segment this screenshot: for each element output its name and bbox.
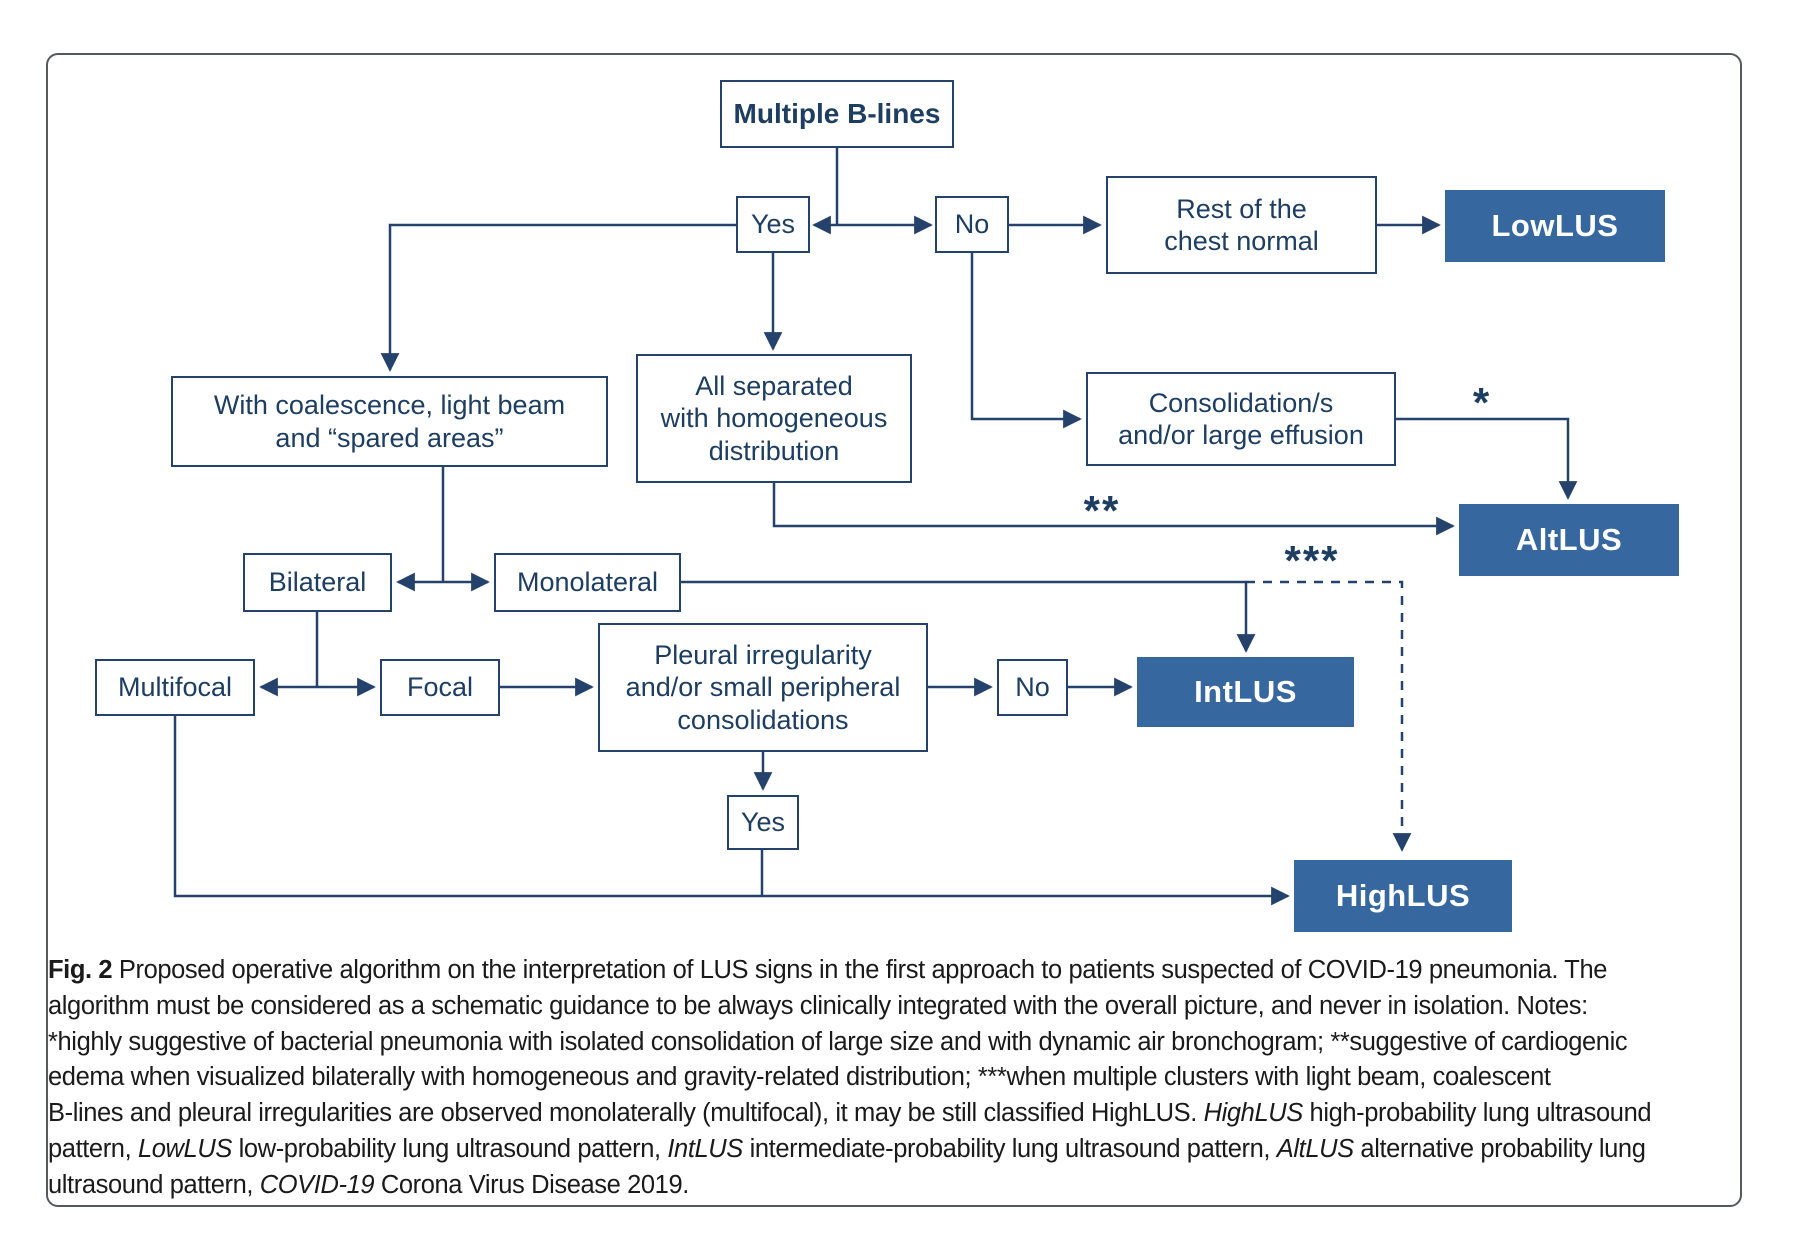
node-altlus: AltLUS xyxy=(1459,504,1679,576)
caption-line: edema when visualized bilaterally with h… xyxy=(48,1063,1551,1092)
node-monolateral: Monolateral xyxy=(494,553,681,612)
caption-line: B-lines and pleural irregularities are o… xyxy=(48,1099,1652,1128)
node-yes-bottom: Yes xyxy=(727,795,799,850)
node-lowlus: LowLUS xyxy=(1445,190,1665,262)
asterisk-double: ** xyxy=(1083,487,1121,534)
node-rest-of-chest-normal: Rest of the chest normal xyxy=(1106,176,1377,274)
asterisk-triple: *** xyxy=(1284,537,1340,584)
node-pleural-irregularity: Pleural irregularity and/or small periph… xyxy=(598,623,928,752)
node-no-bottom: No xyxy=(997,659,1068,716)
node-multifocal: Multifocal xyxy=(95,659,255,716)
node-focal: Focal xyxy=(380,659,500,716)
node-with-coalescence: With coalescence, light beam and “spared… xyxy=(171,376,608,467)
caption-line: Fig. 2 Proposed operative algorithm on t… xyxy=(48,956,1608,984)
node-all-separated: All separated with homogeneous distribut… xyxy=(636,354,912,483)
caption-line: *highly suggestive of bacterial pneumoni… xyxy=(48,1027,1628,1056)
caption-line: pattern, LowLUS low-probability lung ult… xyxy=(48,1134,1646,1163)
caption-line: algorithm must be considered as a schema… xyxy=(48,991,1588,1020)
caption-line: ultrasound pattern, COVID-19 Corona Viru… xyxy=(48,1170,689,1199)
node-intlus: IntLUS xyxy=(1137,657,1354,727)
node-highlus: HighLUS xyxy=(1294,860,1512,932)
node-bilateral: Bilateral xyxy=(243,553,392,612)
node-multiple-b-lines: Multiple B-lines xyxy=(720,80,954,148)
asterisk-single: * xyxy=(1472,379,1492,426)
node-consolidation-effusion: Consolidation/s and/or large effusion xyxy=(1086,372,1396,466)
node-yes-top: Yes xyxy=(736,196,810,253)
node-no-top: No xyxy=(935,196,1009,253)
figure-caption: Fig. 2 Proposed operative algorithm on t… xyxy=(48,953,1736,1204)
